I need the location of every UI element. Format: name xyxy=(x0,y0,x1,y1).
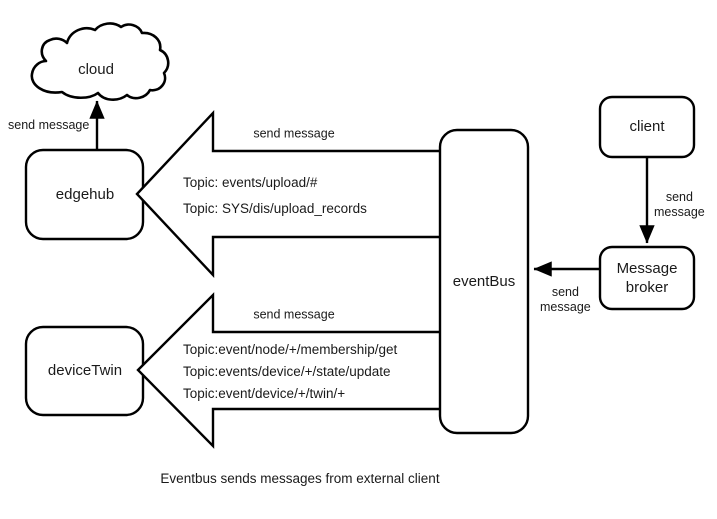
node-label-message-broker: Message broker xyxy=(617,259,678,297)
node-label-client: client xyxy=(629,118,665,136)
node-label-edgehub: edgehub xyxy=(55,186,115,204)
diagram-caption: Eventbus sends messages from external cl… xyxy=(160,471,440,487)
edge-label-eventbus-to-devicetwin: send message xyxy=(253,307,335,322)
node-label-message-broker-line1: Message xyxy=(616,259,678,277)
topic-lower-3: Topic:event/device/+/twin/+ xyxy=(183,386,346,401)
topic-lower-2: Topic:events/device/+/state/update xyxy=(183,364,391,379)
edge-label-broker-to-eventbus-line1: send xyxy=(551,285,579,299)
node-label-eventbus: eventBus xyxy=(452,273,516,291)
node-label-devicetwin: deviceTwin xyxy=(47,362,123,380)
topic-upper-2: Topic: SYS/dis/upload_records xyxy=(183,201,367,216)
topic-lower-1: Topic:event/node/+/membership/get xyxy=(183,342,398,357)
cloud-shape xyxy=(30,22,170,101)
edge-label-broker-to-eventbus: send message xyxy=(540,285,591,315)
edge-label-broker-to-eventbus-line2: message xyxy=(540,299,591,314)
node-label-cloud: cloud xyxy=(78,61,114,79)
edge-label-eventbus-to-edgehub: send message xyxy=(253,126,335,141)
node-message-broker xyxy=(598,245,696,311)
edge-label-client-to-broker: send message xyxy=(654,190,705,220)
node-eventbus xyxy=(438,128,530,435)
edge-label-client-to-broker-line2: message xyxy=(654,204,705,219)
node-label-message-broker-line2: broker xyxy=(625,279,669,296)
topic-upper-1: Topic: events/upload/# xyxy=(183,175,318,190)
edge-label-client-to-broker-line1: send xyxy=(665,190,693,204)
edge-label-edgehub-to-cloud: send message xyxy=(8,118,90,132)
